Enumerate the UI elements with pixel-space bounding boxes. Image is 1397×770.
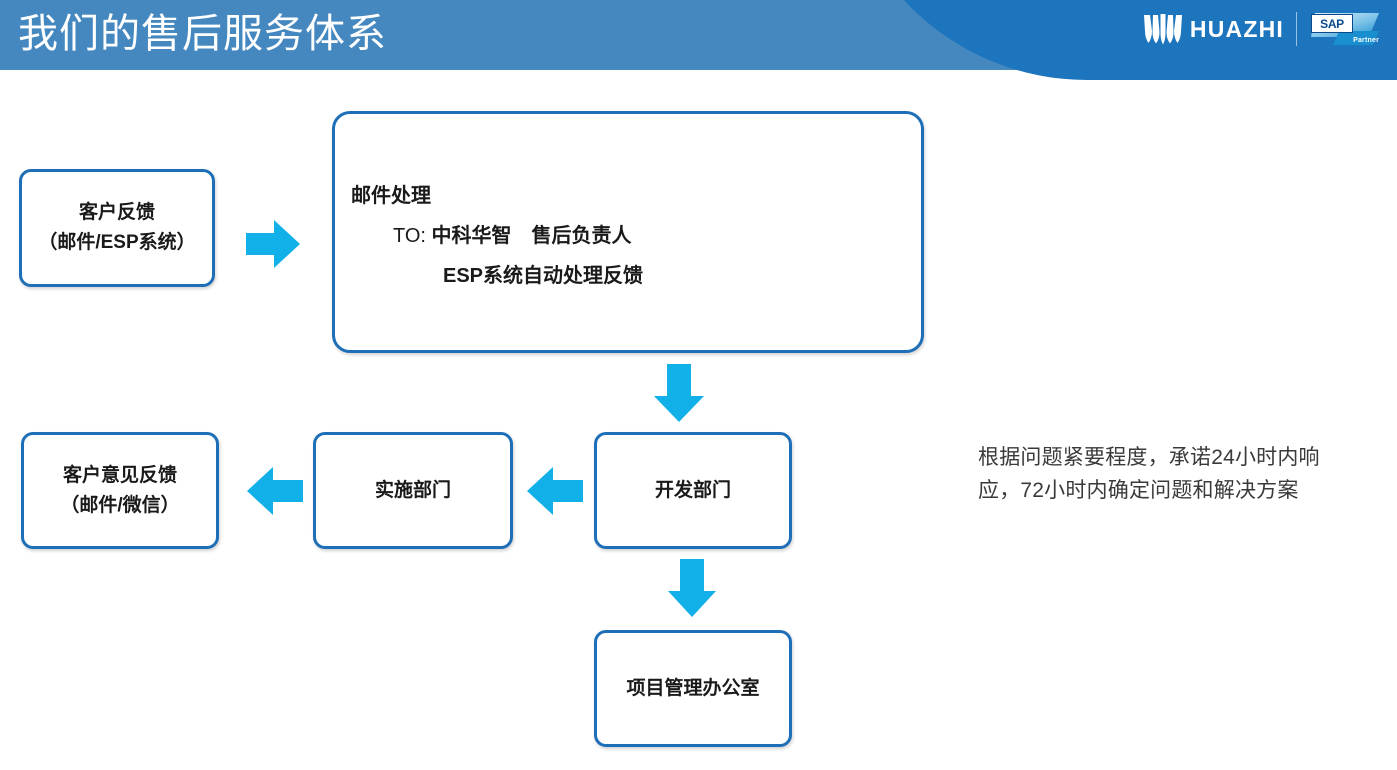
node-customer-opinion[interactable]: 客户意见反馈 （邮件/微信） — [21, 432, 219, 549]
arrow-impl-to-opinion-icon — [245, 462, 305, 520]
node-mail-processing-line1: 邮件处理 — [351, 185, 431, 207]
node-dev-department-label: 开发部门 — [654, 479, 731, 501]
node-customer-feedback-line2: （邮件/ESP系统） — [38, 232, 196, 253]
mail-to-prefix: TO: — [393, 225, 432, 247]
node-impl-department-label: 实施部门 — [374, 479, 451, 501]
page-title: 我们的售后服务体系 — [18, 12, 387, 56]
arrow-dev-to-impl-icon — [525, 462, 585, 520]
sap-partner-badge: SAP Partner — [1309, 11, 1381, 47]
page-header: 我们的售后服务体系 HUAZHI — [0, 0, 1397, 80]
huazhi-w-logo-icon — [1143, 13, 1183, 45]
node-mail-processing-line3: ESP系统自动处理反馈 — [443, 265, 644, 287]
node-customer-opinion-line1: 客户意见反馈 — [62, 464, 177, 486]
node-customer-feedback-line1: 客户反馈 — [78, 202, 155, 223]
node-mail-processing[interactable]: 邮件处理 TO: 中科华智 售后负责人 ESP系统自动处理反馈 — [332, 111, 924, 353]
node-impl-department[interactable]: 实施部门 — [313, 432, 513, 549]
node-dev-department[interactable]: 开发部门 — [594, 432, 792, 549]
mail-to-body: 中科华智 售后负责人 — [431, 225, 632, 247]
node-customer-opinion-line2: （邮件/微信） — [60, 494, 180, 516]
node-customer-feedback[interactable]: 客户反馈 （邮件/ESP系统） — [19, 169, 215, 287]
sap-wordmark: SAP — [1311, 14, 1353, 33]
arrow-feedback-to-mail-icon — [244, 215, 302, 273]
node-pmo-label: 项目管理办公室 — [626, 677, 760, 699]
arrow-mail-to-dev-icon — [650, 362, 708, 424]
brand-name: HUAZHI — [1189, 16, 1284, 42]
brand-lockup: HUAZHI SAP Partner — [1143, 9, 1381, 49]
brand-divider — [1296, 12, 1297, 46]
sla-note: 根据问题紧要程度，承诺24小时内响应，72小时内确定问题和解决方案 — [978, 446, 1320, 502]
node-mail-processing-line2: TO: 中科华智 售后负责人 — [351, 216, 632, 256]
node-pmo[interactable]: 项目管理办公室 — [594, 630, 792, 747]
sap-partner-level: Partner — [1353, 37, 1379, 44]
arrow-dev-to-pmo-icon — [664, 557, 720, 619]
